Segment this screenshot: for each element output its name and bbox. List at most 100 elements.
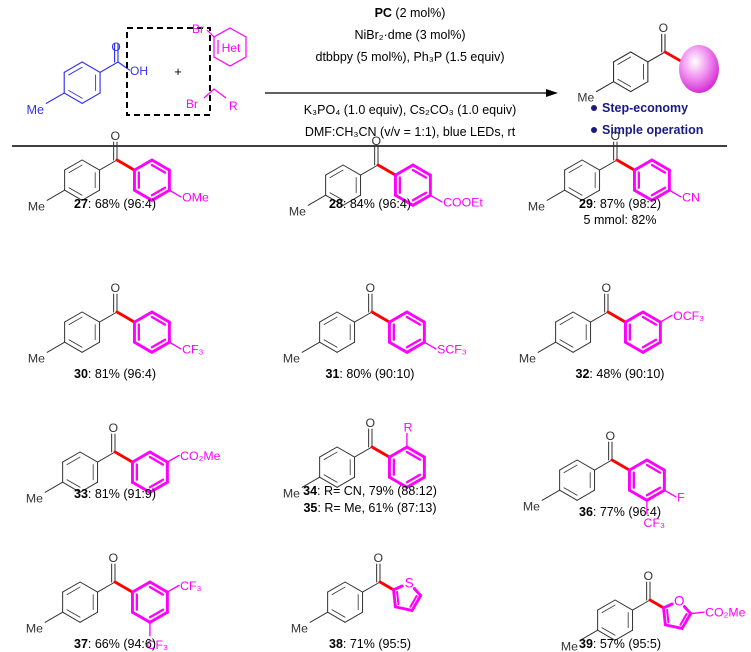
oxygen-label: O: [644, 569, 654, 583]
aryl-ring: [394, 193, 415, 207]
new-bond: [370, 310, 391, 324]
aryl-ring-double-bond: [405, 338, 422, 349]
methyl-bond: [546, 189, 566, 201]
compound-yield: : 66% (94:6): [88, 637, 156, 651]
reaction-equation: Me OH O + Het Br Br R PC (2 mol%) NiBr₂·…: [26, 6, 719, 139]
oxygen-label: O: [109, 421, 119, 435]
bond: [362, 581, 381, 593]
methyl-label: Me: [577, 91, 594, 105]
methyl-bond: [541, 489, 561, 501]
methyl-bond: [44, 611, 64, 623]
compound-label: 35: R= Me, 61% (87:13): [303, 501, 436, 515]
conditions: PC (2 mol%) NiBr₂·dme (3 mol%) dtbbpy (5…: [304, 6, 517, 139]
tolyl-ring: [64, 311, 83, 323]
c-oh-bond: [117, 61, 131, 71]
aryl-ring-double-bond: [405, 473, 422, 484]
condition-line-5: DMF:CH₃CN (v/v = 1:1), blue LEDs, rt: [305, 125, 516, 139]
heteroaryl-ring: [663, 623, 684, 630]
r-label: R: [229, 99, 238, 113]
tolyl-ring: [614, 629, 634, 641]
tolyl-ring-double-bond: [568, 164, 583, 174]
tolyl-ring: [564, 189, 583, 201]
bullet-simple-operation: Simple operation: [602, 123, 703, 137]
compound-yield: : 81% (91:9): [88, 487, 156, 501]
aryl-ring: [388, 475, 409, 489]
tolyl-ring: [81, 189, 101, 201]
methyl-label: Me: [283, 351, 300, 365]
compound-number: 29: [579, 197, 593, 211]
substituent-label: COOEt: [443, 195, 483, 209]
substituent-bond: [429, 194, 443, 203]
aryl-ring-double-bond: [150, 338, 167, 349]
tolyl-ring: [64, 341, 83, 353]
substituent-bond: [423, 341, 437, 350]
aryl-ring: [628, 488, 649, 502]
compound-label: 29: 87% (98:2): [579, 197, 661, 211]
compound-number: 36: [579, 505, 593, 519]
substituent-label: CO₂Me: [705, 606, 746, 620]
aryl-ring: [405, 475, 426, 489]
bullet-icon: [591, 127, 597, 133]
reactant-acid: Me: [26, 43, 131, 117]
heteroaryl-double-bond: [679, 613, 688, 626]
oxygen-label: O: [611, 129, 621, 143]
tolyl-ring: [555, 341, 574, 353]
bond: [97, 581, 116, 593]
aryl-ring: [148, 610, 169, 624]
het-label: Het: [222, 41, 241, 55]
substituent-label: CF₃: [182, 342, 203, 356]
aryl-ring: [133, 310, 154, 324]
compound-label: 38: 71% (95:5): [329, 637, 411, 651]
bond: [99, 311, 118, 323]
substituent-label: OMe: [182, 190, 209, 204]
aryl-ring: [131, 610, 152, 624]
tolyl-ring: [630, 51, 649, 63]
tolyl-ring-double-bond: [66, 609, 81, 618]
bond: [590, 311, 609, 323]
substituent-bond: [668, 189, 682, 198]
photocatalyst-loading: (2 mol%): [392, 6, 445, 20]
aryl-ring-double-bond: [150, 186, 167, 197]
compound-label: 30: 81% (96:4): [74, 367, 156, 381]
compound-label: 33: 81% (91:9): [74, 487, 156, 501]
tolyl-ring: [336, 476, 356, 488]
new-bond: [113, 580, 134, 594]
new-bond: [376, 163, 397, 177]
compound-yield: : 48% (90:10): [589, 367, 664, 381]
compound-number: 32: [576, 367, 590, 381]
compound-label: 37: 66% (94:6): [74, 637, 156, 651]
substituent-label: SCF₃: [437, 342, 467, 356]
aryl-ring: [133, 340, 154, 354]
substituent-label: OCF₃: [673, 309, 704, 323]
tolyl-ring-double-bond: [617, 56, 632, 65]
bond: [599, 159, 618, 171]
tolyl-ring-double-bond: [68, 90, 83, 99]
heteroaryl-ring: [682, 605, 693, 616]
tolyl-ring: [344, 581, 364, 593]
oxygen-label: O: [366, 281, 376, 295]
tolyl-ring: [336, 341, 356, 353]
methyl-bond: [46, 189, 66, 201]
aryl-ring: [388, 340, 409, 354]
compound-number: 39: [579, 637, 593, 651]
oxygen-label: O: [111, 281, 121, 295]
tolyl-ring-double-bond: [323, 451, 338, 461]
substituent-label: CO₂Me: [180, 449, 221, 463]
condition-line-3: dtbbpy (5 mol%), Ph₃P (1.5 equiv): [316, 50, 505, 64]
substituent-label: F: [677, 490, 685, 504]
methyl-label: Me: [26, 621, 43, 635]
compound-number: 30: [74, 367, 88, 381]
tolyl-ring: [342, 194, 362, 206]
tolyl-ring: [79, 581, 99, 593]
substituent-bond: [168, 189, 182, 198]
br-label-2: Br: [186, 97, 198, 111]
aryl-ring: [131, 450, 152, 464]
oxygen-label: O: [374, 551, 384, 565]
new-bond: [606, 310, 627, 324]
aryl-ring: [650, 158, 671, 172]
tolyl-ring: [344, 611, 364, 623]
tolyl-ring-double-bond: [68, 339, 83, 348]
